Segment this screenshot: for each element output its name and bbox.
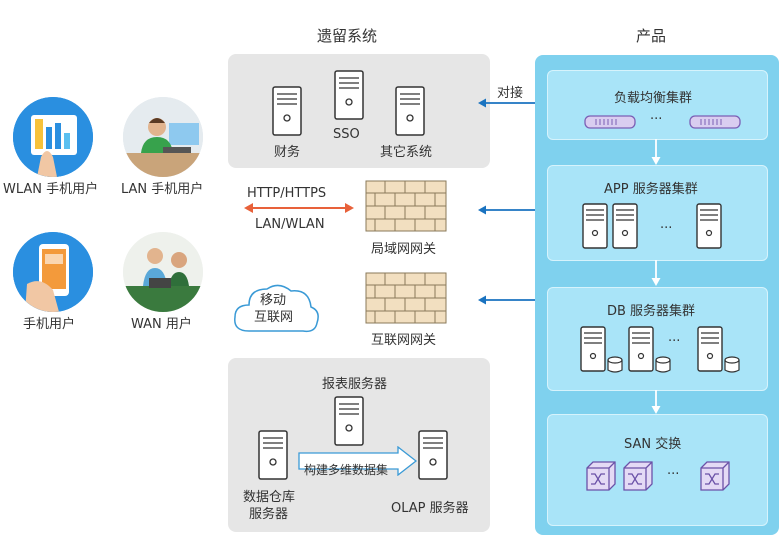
legacy-server-finance-icon [272, 86, 302, 136]
report-title: 报表服务器 [322, 377, 388, 392]
arrow-db-to-san [651, 390, 661, 414]
cloud-label-1: 移动 [260, 293, 287, 308]
legacy-server-other-label: 其它系统 [380, 145, 433, 160]
san-label: SAN 交换 [624, 437, 682, 452]
protocol-http-label: HTTP/HTTPS [247, 186, 327, 201]
protocol-lan-label: LAN/WLAN [255, 217, 325, 232]
legacy-server-sso-label: SSO [333, 127, 360, 142]
load-balancer-device-2-icon [689, 115, 741, 129]
db-disk-1-icon [607, 356, 623, 373]
db-server-1-icon [580, 326, 606, 372]
docking-label: 对接 [497, 86, 524, 101]
load-balancer-ellipsis: ··· [650, 112, 663, 127]
wan-user-image [123, 232, 203, 312]
san-box [547, 414, 768, 526]
user-label-wan: WAN 用户 [131, 317, 192, 332]
cloud-label-2: 互联网 [254, 310, 294, 325]
arrow-lb-to-app [651, 139, 661, 165]
san-ellipsis: ··· [667, 467, 680, 482]
user-label-wlan: WLAN 手机用户 [3, 182, 99, 197]
app-server-3-icon [696, 203, 722, 249]
internet-gateway-label: 互联网网关 [371, 333, 437, 348]
build-cube-label: 构建多维数据集 [304, 463, 389, 477]
lan-firewall-icon [365, 180, 447, 232]
olap-server-icon [418, 430, 448, 480]
mobile-user-image [13, 232, 93, 312]
san-switch-2-icon [623, 461, 653, 491]
load-balancer-label: 负载均衡集群 [614, 91, 693, 106]
db-server-2-icon [628, 326, 654, 372]
san-switch-3-icon [700, 461, 730, 491]
app-server-2-icon [612, 203, 638, 249]
olap-label: OLAP 服务器 [391, 501, 469, 516]
legacy-server-sso-icon [334, 70, 364, 120]
internet-firewall-icon [365, 272, 447, 324]
wlan-user-image [13, 97, 93, 177]
user-label-mobile: 手机用户 [23, 317, 76, 332]
lan-user-image [123, 97, 203, 177]
arrow-app-to-db [651, 260, 661, 286]
db-cluster-label: DB 服务器集群 [607, 304, 696, 319]
build-cube-arrow [298, 446, 418, 476]
legacy-title: 遗留系统 [317, 27, 378, 45]
report-server-icon [334, 396, 364, 446]
san-switch-1-icon [586, 461, 616, 491]
legacy-server-finance-label: 财务 [274, 145, 301, 160]
product-title: 产品 [636, 27, 667, 45]
load-balancer-device-1-icon [584, 115, 636, 129]
app-cluster-label: APP 服务器集群 [604, 182, 698, 197]
db-server-3-icon [697, 326, 723, 372]
user-label-lan: LAN 手机用户 [121, 182, 204, 197]
cloud-icon [234, 284, 319, 333]
db-disk-3-icon [724, 356, 740, 373]
app-cluster-ellipsis: ··· [660, 221, 673, 236]
orange-double-arrow [244, 203, 354, 213]
warehouse-server-icon [258, 430, 288, 480]
legacy-server-other-icon [395, 86, 425, 136]
lan-gateway-label: 局域网网关 [371, 242, 437, 257]
app-server-1-icon [582, 203, 608, 249]
db-disk-2-icon [655, 356, 671, 373]
warehouse-label-1: 数据仓库 [243, 490, 296, 505]
warehouse-label-2: 服务器 [249, 507, 289, 522]
db-cluster-ellipsis: ··· [668, 334, 681, 349]
